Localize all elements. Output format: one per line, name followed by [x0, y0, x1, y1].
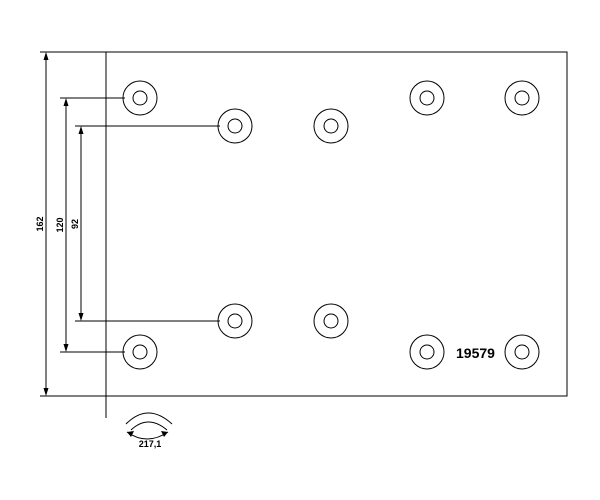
rivet-holes	[122, 80, 540, 370]
rivet-hole	[122, 80, 158, 116]
dimension-label-arc: 217,1	[139, 439, 162, 449]
rivet-hole	[217, 108, 253, 144]
dimension-outer-holes: 120	[55, 98, 69, 352]
part-number: 19579	[456, 345, 495, 361]
rivet-hole	[409, 334, 445, 370]
rivet-hole	[217, 303, 253, 339]
rivet-hole	[504, 334, 540, 370]
rivet-hole	[409, 80, 445, 116]
rivet-hole	[313, 108, 349, 144]
dimension-overall-height: 162	[35, 52, 49, 396]
rivet-hole	[122, 334, 158, 370]
dimension-inner-holes: 92	[70, 126, 84, 321]
lining-outline	[105, 51, 568, 397]
dimension-label-120: 120	[55, 217, 65, 232]
dimension-label-92: 92	[70, 219, 80, 229]
extension-lines	[40, 51, 220, 397]
arc-length-symbol	[125, 412, 173, 440]
dimension-label-162: 162	[35, 216, 45, 231]
rivet-hole	[313, 303, 349, 339]
rivet-hole	[504, 80, 540, 116]
